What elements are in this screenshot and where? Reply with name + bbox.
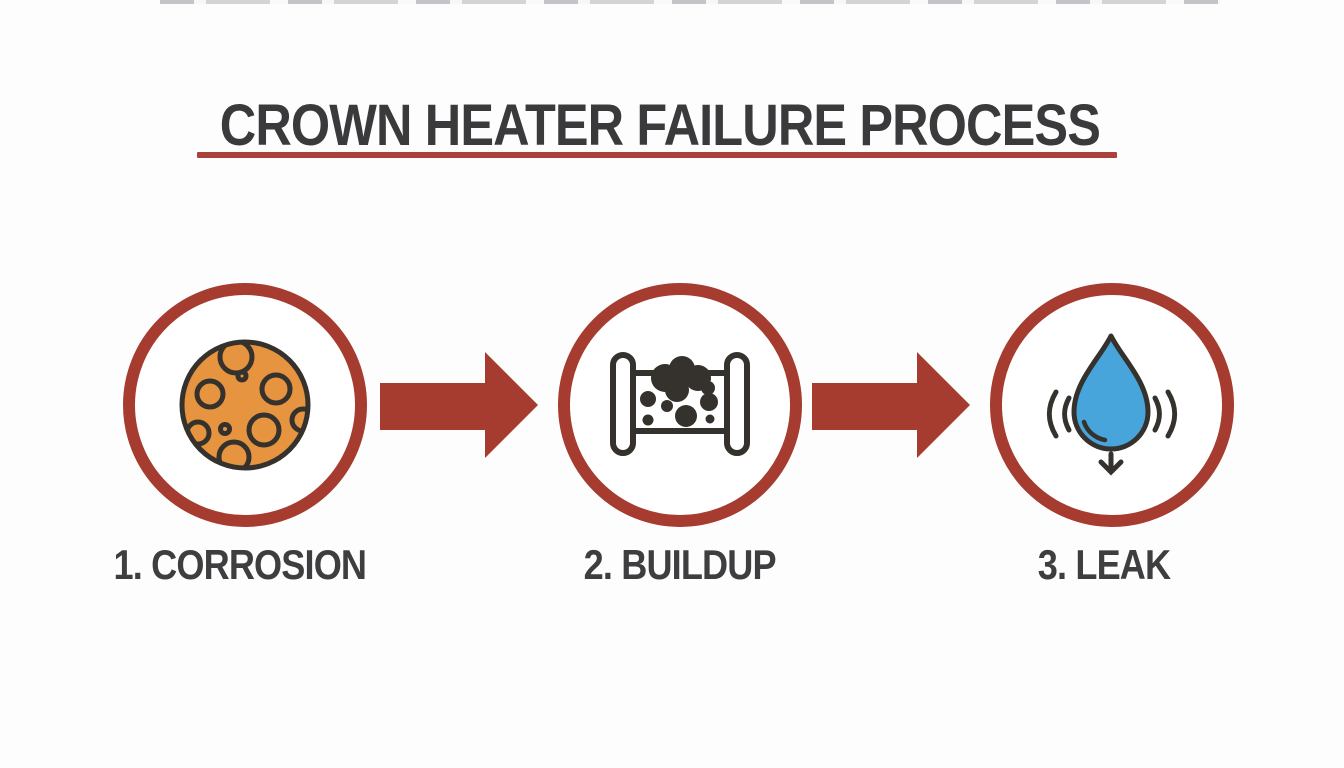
- arrow-right-icon: [380, 352, 538, 458]
- arrow-right-icon: [812, 352, 970, 458]
- header: CROWN HEATER FAILURE PROCESS: [0, 92, 1332, 159]
- step-label-leak: 3. LEAK: [934, 541, 1274, 589]
- step-circle-buildup: [558, 283, 802, 527]
- page-title: CROWN HEATER FAILURE PROCESS: [219, 93, 1101, 158]
- step-label-text: 3. LEAK: [1037, 541, 1171, 588]
- step-label-buildup: 2. BUILDUP: [510, 541, 850, 589]
- step-label-text: 2. BUILDUP: [583, 541, 777, 588]
- step-label-text: 1. CORROSION: [113, 541, 367, 588]
- pipe-sediment-icon: [610, 352, 750, 456]
- edge-artifact-strip: [160, 0, 1220, 4]
- step-label-corrosion: 1. CORROSION: [70, 541, 410, 589]
- step-circle-corrosion: [123, 283, 367, 527]
- corroded-sphere-icon: [179, 339, 311, 471]
- step-circle-leak: [990, 283, 1234, 527]
- title-underline: [197, 152, 1117, 158]
- water-drop-leak-icon: [1046, 333, 1178, 476]
